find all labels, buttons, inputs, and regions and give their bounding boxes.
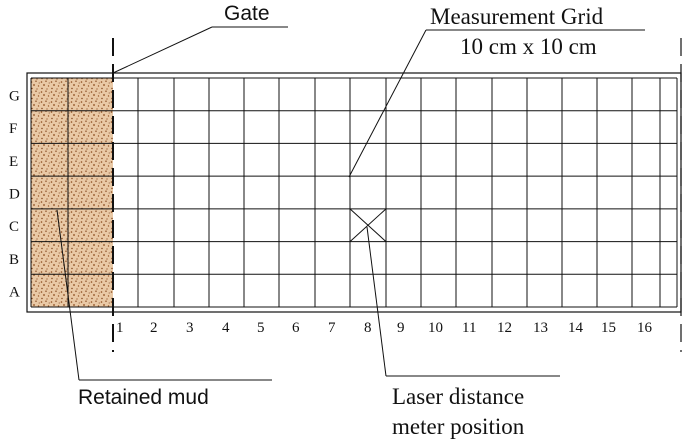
column-label-6: 6 xyxy=(292,320,300,336)
column-label-9: 9 xyxy=(397,320,405,336)
row-label-c: C xyxy=(9,219,19,235)
laser-label-line2: meter position xyxy=(392,414,525,439)
laser-callout-leader xyxy=(366,226,387,377)
grid-callout-leader xyxy=(348,29,427,178)
row-label-g: G xyxy=(9,88,20,104)
grid-title-line2: 10 cm x 10 cm xyxy=(460,34,597,59)
column-label-11: 11 xyxy=(462,320,476,336)
column-label-1: 1 xyxy=(116,320,124,336)
column-label-8: 8 xyxy=(364,320,372,336)
column-label-4: 4 xyxy=(222,320,230,336)
retained-mud-label: Retained mud xyxy=(78,386,209,409)
gate-callout-leader xyxy=(112,26,213,74)
row-labels: G F E DC B A xyxy=(9,88,20,300)
column-label-10: 10 xyxy=(428,320,443,336)
row-label-f: F xyxy=(9,121,17,137)
column-label-13: 13 xyxy=(533,320,548,336)
column-label-7: 7 xyxy=(328,320,336,336)
row-label-a: A xyxy=(9,285,20,301)
mud-callout-leader xyxy=(56,209,80,381)
laser-mark-stroke xyxy=(349,208,387,242)
row-label-b: B xyxy=(9,252,19,268)
row-label-d: D xyxy=(9,187,20,203)
retained-mud-area xyxy=(31,78,113,307)
column-label-14: 14 xyxy=(568,320,584,336)
column-label-12: 12 xyxy=(497,320,512,336)
laser-position-mark xyxy=(349,208,387,242)
laser-label-line1: Laser distance xyxy=(392,384,524,409)
gate-label: Gate xyxy=(224,2,270,25)
column-label-15: 15 xyxy=(601,320,616,336)
column-label-16: 16 xyxy=(637,320,653,336)
row-label-e: E xyxy=(9,154,18,170)
column-label-2: 2 xyxy=(150,320,158,336)
grid-lines xyxy=(30,77,678,308)
grid-title-line1: Measurement Grid xyxy=(430,4,604,29)
tank-outline xyxy=(26,72,682,313)
column-label-3: 3 xyxy=(186,320,194,336)
column-label-5: 5 xyxy=(257,320,265,336)
